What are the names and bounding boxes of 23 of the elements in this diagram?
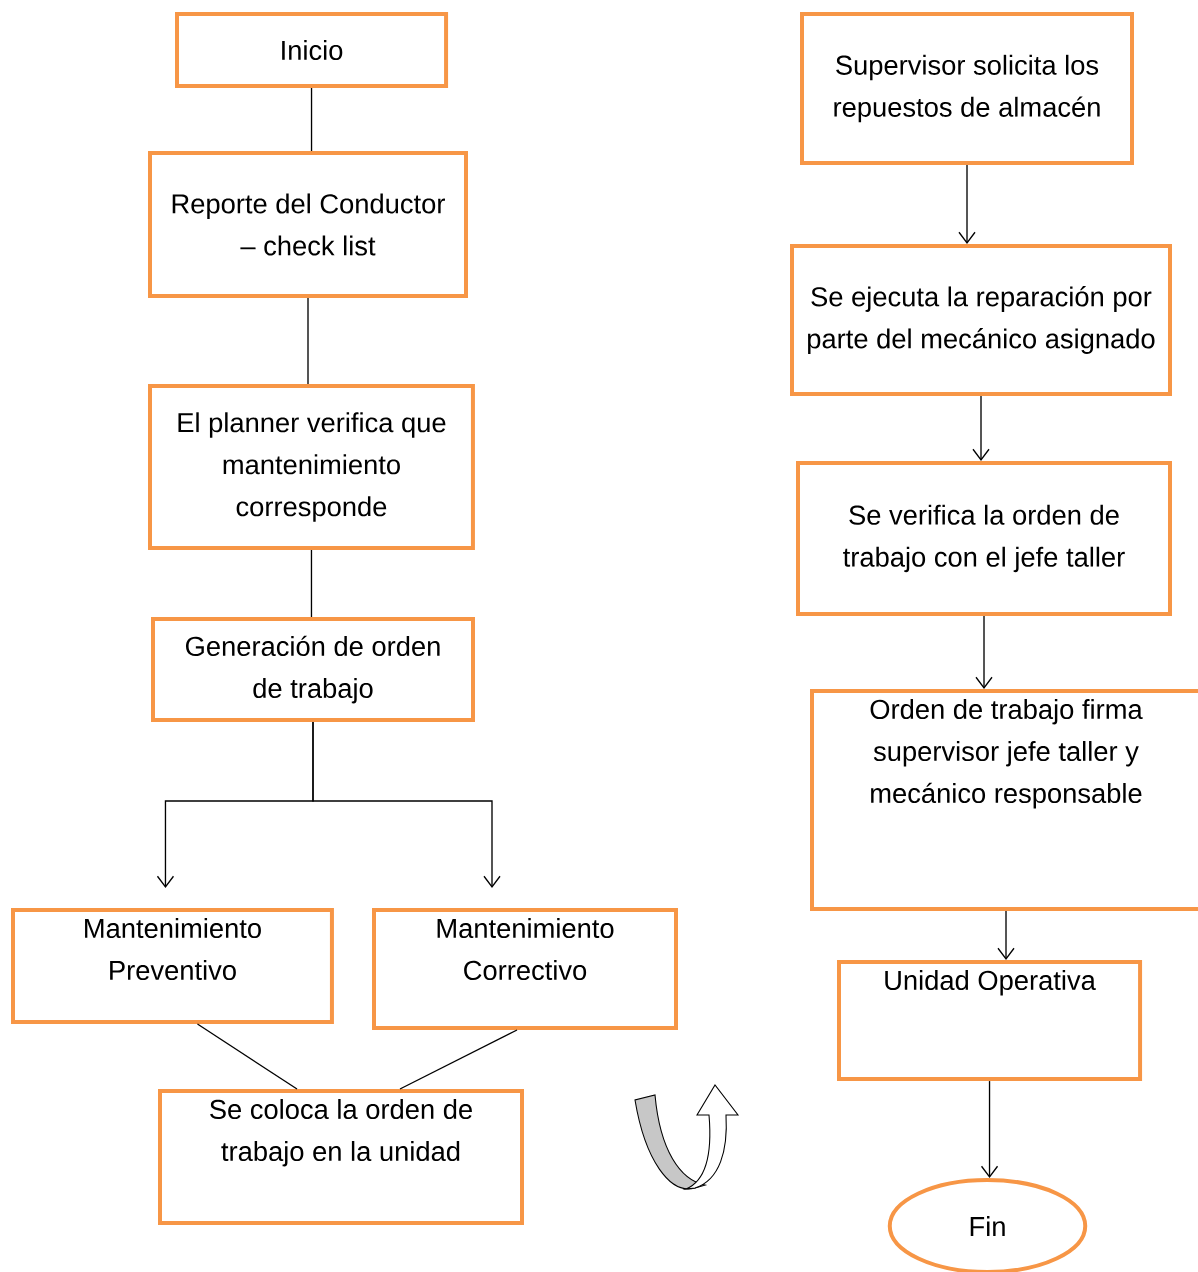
process-box: Supervisor solicita los repuestos de almacén	[800, 12, 1134, 166]
process-box: Unidad Operativa	[837, 960, 1143, 1082]
process-box: El planner verifica que mantenimiento corresponde	[148, 384, 475, 550]
connector	[399, 1029, 518, 1090]
process-box: Mantenimiento Correctivo	[372, 908, 678, 1030]
connector	[958, 164, 976, 244]
connector	[310, 87, 313, 152]
process-box: Inicio	[175, 12, 449, 88]
process-box: Orden de trabajo firma supervisor jefe taller y mecánico responsable	[810, 689, 1198, 911]
process-box: Generación de orden de trabajo	[151, 617, 475, 723]
connector	[980, 1080, 999, 1178]
process-box: Se ejecuta la reparación por parte del mecánico asignado	[790, 244, 1172, 396]
connector	[196, 1023, 298, 1090]
process-box: Mantenimiento Preventivo	[11, 908, 334, 1024]
connector	[997, 910, 1015, 960]
process-box: Se coloca la orden de trabajo en la unidad	[158, 1089, 524, 1225]
connector	[312, 721, 501, 888]
connector	[975, 615, 993, 689]
connector	[972, 395, 990, 461]
process-box: Reporte del Conductor – check list	[148, 151, 468, 298]
connector	[307, 297, 309, 385]
process-box: Se verifica la orden de trabajo con el jefe taller	[796, 461, 1172, 616]
connector	[310, 549, 313, 618]
